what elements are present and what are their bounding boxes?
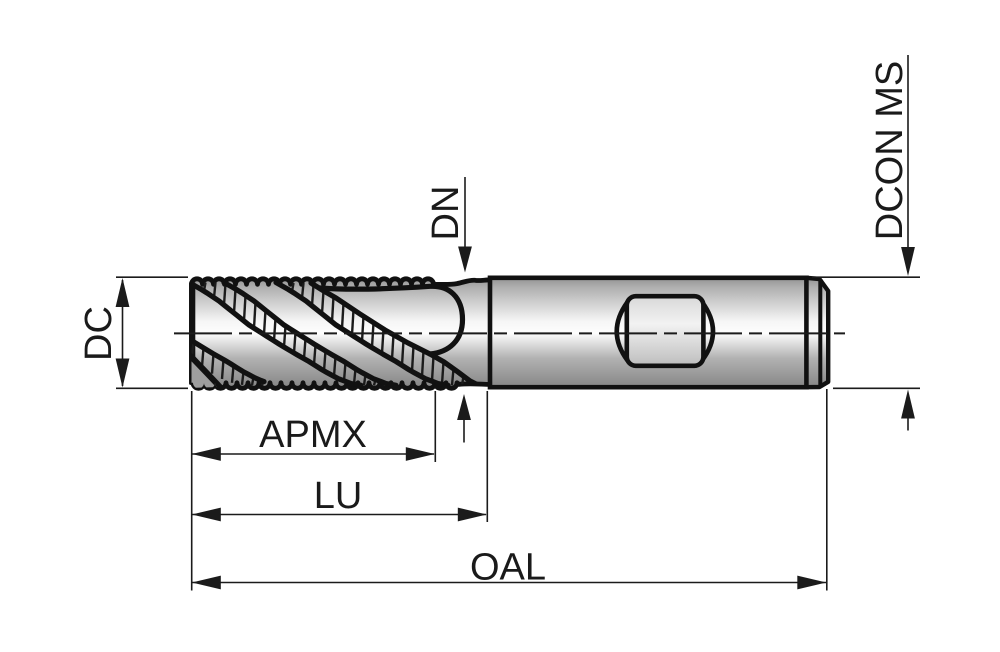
svg-text:DC: DC xyxy=(78,306,120,361)
svg-text:OAL: OAL xyxy=(470,547,546,589)
svg-text:DCON MS: DCON MS xyxy=(869,61,911,240)
svg-text:DN: DN xyxy=(425,186,467,241)
svg-text:LU: LU xyxy=(314,475,363,517)
svg-text:APMX: APMX xyxy=(259,414,367,456)
